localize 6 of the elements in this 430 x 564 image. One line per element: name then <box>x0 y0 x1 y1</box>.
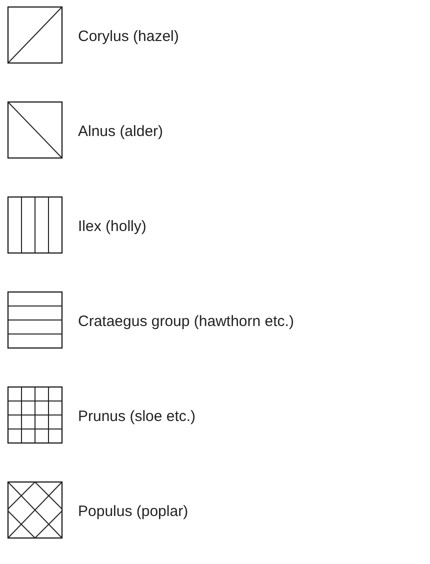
legend-label: Alnus (alder) <box>78 122 164 142</box>
legend-label: Prunus (sloe etc.) <box>78 406 196 427</box>
legend-label: Ilex (holly) <box>78 216 146 237</box>
legend-label: Corylus (hazel) <box>78 26 179 47</box>
legend-label: Populus (poplar) <box>78 502 188 522</box>
legend-label: Crataegus group (hawthorn etc.) <box>78 312 294 332</box>
